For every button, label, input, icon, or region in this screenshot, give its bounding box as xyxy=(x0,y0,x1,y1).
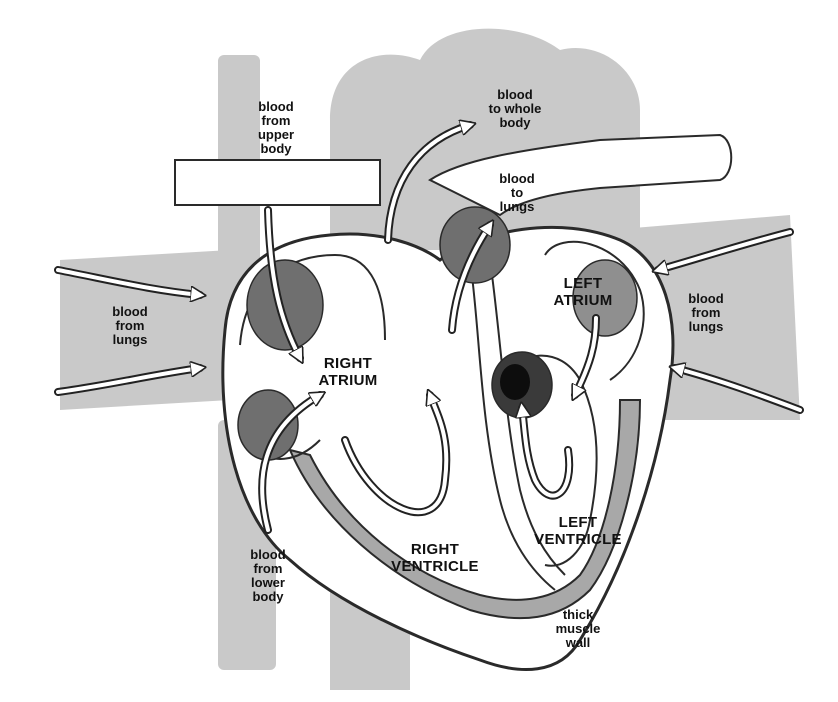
label-blood-to-whole-body: blood to whole body xyxy=(480,88,550,130)
superior-valve-shadow xyxy=(247,260,323,350)
label-left-atrium: LEFT ATRIUM xyxy=(548,275,618,309)
label-thick-muscle-wall: thick muscle wall xyxy=(548,608,608,650)
label-blood-from-lower-body: blood from lower body xyxy=(238,548,298,604)
pulmonary-artery xyxy=(175,160,380,205)
label-blood-from-lungs-right: blood from lungs xyxy=(676,292,736,334)
label-blood-from-lungs-left: blood from lungs xyxy=(100,305,160,347)
label-right-ventricle: RIGHT VENTRICLE xyxy=(375,541,495,575)
label-right-atrium: RIGHT ATRIUM xyxy=(308,355,388,389)
label-left-ventricle: LEFT VENTRICLE xyxy=(523,514,633,548)
aortic-valve-core xyxy=(500,364,530,400)
label-blood-from-upper-body: blood from upper body xyxy=(246,100,306,156)
label-blood-to-lungs: blood to lungs xyxy=(492,172,542,214)
